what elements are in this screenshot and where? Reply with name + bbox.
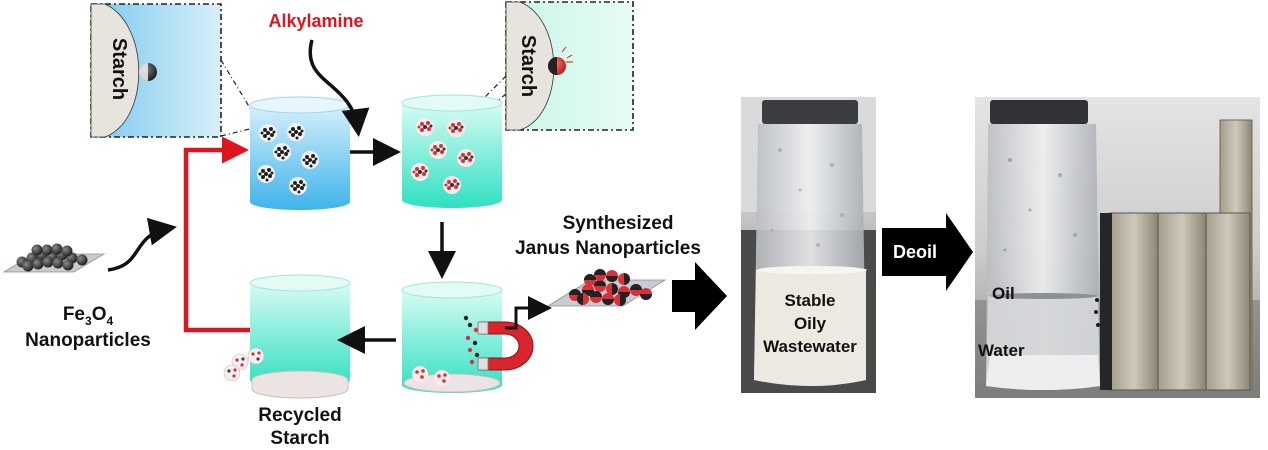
photo-deoiled-water (975, 97, 1260, 398)
magnet-icon (477, 321, 534, 371)
beaker-magnetic-separation (401, 281, 503, 393)
deoil-label: Deoil (892, 242, 937, 262)
photo-oily-wastewater (741, 97, 876, 393)
stable-label: Stable (784, 291, 836, 310)
beaker2-particles (411, 118, 475, 194)
zoom-line (469, 75, 507, 113)
collect-arrow (505, 296, 552, 330)
starch-recycled-label: Starch (270, 428, 330, 449)
block-arrow (672, 262, 727, 330)
beaker1-particles (257, 123, 319, 195)
fe3o4-label: Fe3O4 (62, 304, 114, 328)
feed-arrow (107, 217, 177, 272)
janus-nanoparticles-label: Janus Nanoparticles (515, 238, 701, 259)
alkylamine-arrow (308, 39, 370, 137)
recycle-arrow (183, 136, 250, 333)
deoil-arrow (882, 213, 973, 291)
wastewater-label: Wastewater (763, 337, 857, 356)
starch-label-left: Starch (108, 37, 130, 101)
beaker-recycled-starch (249, 274, 351, 399)
starch-inset-right (505, 1, 634, 131)
synthesized-label: Synthesized (562, 213, 674, 234)
recycled-label: Recycled (258, 405, 342, 426)
nanoparticles-label: Nanoparticles (25, 330, 151, 351)
alkylamine-label: Alkylamine (258, 10, 374, 32)
oily-label: Oily (793, 314, 827, 333)
recycled-starch-particles (223, 347, 265, 382)
oil-label: Oil (992, 284, 1015, 303)
water-label: Water (978, 341, 1025, 360)
starch-label-right: Starch (517, 34, 539, 98)
starch-inset-left (90, 3, 222, 138)
fe3o4-particle-plate (2, 243, 106, 273)
janus-particle-plate (546, 269, 667, 307)
